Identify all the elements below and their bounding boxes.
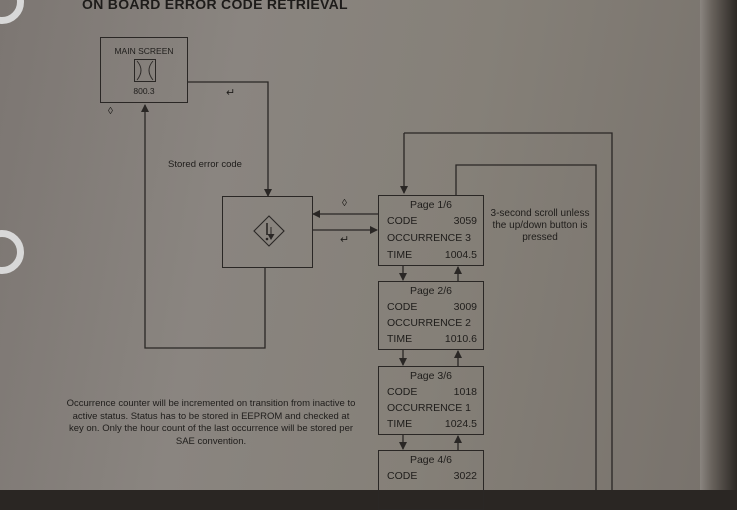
main-screen-box: MAIN SCREEN 800.3: [100, 37, 188, 103]
code-label: CODE: [387, 301, 418, 313]
code-value: 1018: [453, 386, 477, 398]
page-box-2: Page 2/6 CODE 3009 OCCURRENCE 2 TIME 1010.…: [378, 281, 484, 350]
time-label: TIME: [387, 418, 413, 430]
time-label: TIME: [387, 333, 413, 345]
main-screen-value: 800.3: [133, 86, 155, 96]
time-label: TIME: [387, 249, 413, 261]
arrow-main-to-error: [187, 81, 272, 197]
page-box-1: Page 1/6 CODE 3059 OCCURRENCE 3 TIME 1004.…: [378, 195, 484, 266]
code-value: 3059: [453, 215, 477, 227]
stored-error-code-label: Stored error code: [168, 159, 242, 170]
time-value: 1024.5: [444, 418, 477, 430]
binder-ring-middle: [0, 230, 24, 274]
line-right-loop-inner: [455, 164, 597, 490]
occurrence-label: OCCURRENCE 2: [387, 317, 472, 329]
enter-symbol-main: ↵: [226, 87, 236, 99]
code-label: CODE: [387, 470, 418, 482]
code-label: CODE: [387, 386, 418, 398]
up-down-symbol-main: ◊: [108, 106, 113, 117]
code-value: 3009: [453, 301, 477, 313]
code-label: CODE: [387, 215, 418, 227]
document-title: ON BOARD ERROR CODE RETRIEVAL: [82, 0, 348, 12]
page-header: Page 3/6: [409, 370, 453, 382]
occurrence-label: OCCURRENCE 3: [387, 232, 472, 244]
document-page: [0, 0, 737, 490]
warning-diamond-down-icon: [253, 215, 285, 247]
up-down-symbol-error: ◊: [342, 198, 347, 209]
code-value: 3022: [453, 470, 477, 482]
page-header: Page 2/6: [409, 285, 453, 297]
scroll-note: 3-second scroll unless the up/down butto…: [490, 208, 590, 244]
page-header: Page 1/6: [409, 199, 453, 211]
time-value: 1004.5: [444, 249, 477, 261]
arrow-error-to-main: [141, 104, 266, 349]
occurrence-label: OCCURRENCE 1: [387, 402, 472, 414]
time-value: 1010.6: [444, 333, 477, 345]
line-right-loop: [404, 132, 613, 490]
hourglass-icon: [134, 59, 156, 82]
page-box-4: Page 4/6 CODE 3022: [378, 450, 484, 510]
error-code-box: [222, 196, 313, 268]
page-box-3: Page 3/6 CODE 1018 OCCURRENCE 1 TIME 1024.…: [378, 366, 484, 435]
flow-connectors: [141, 81, 613, 490]
occurrence-note: Occurrence counter will be incremented o…: [66, 398, 356, 447]
main-screen-label: MAIN SCREEN: [114, 46, 174, 56]
binder-ring-top: [0, 0, 24, 24]
enter-symbol-error: ↵: [340, 234, 350, 246]
page-stack-edge: [700, 0, 737, 490]
page-header: Page 4/6: [409, 454, 453, 466]
